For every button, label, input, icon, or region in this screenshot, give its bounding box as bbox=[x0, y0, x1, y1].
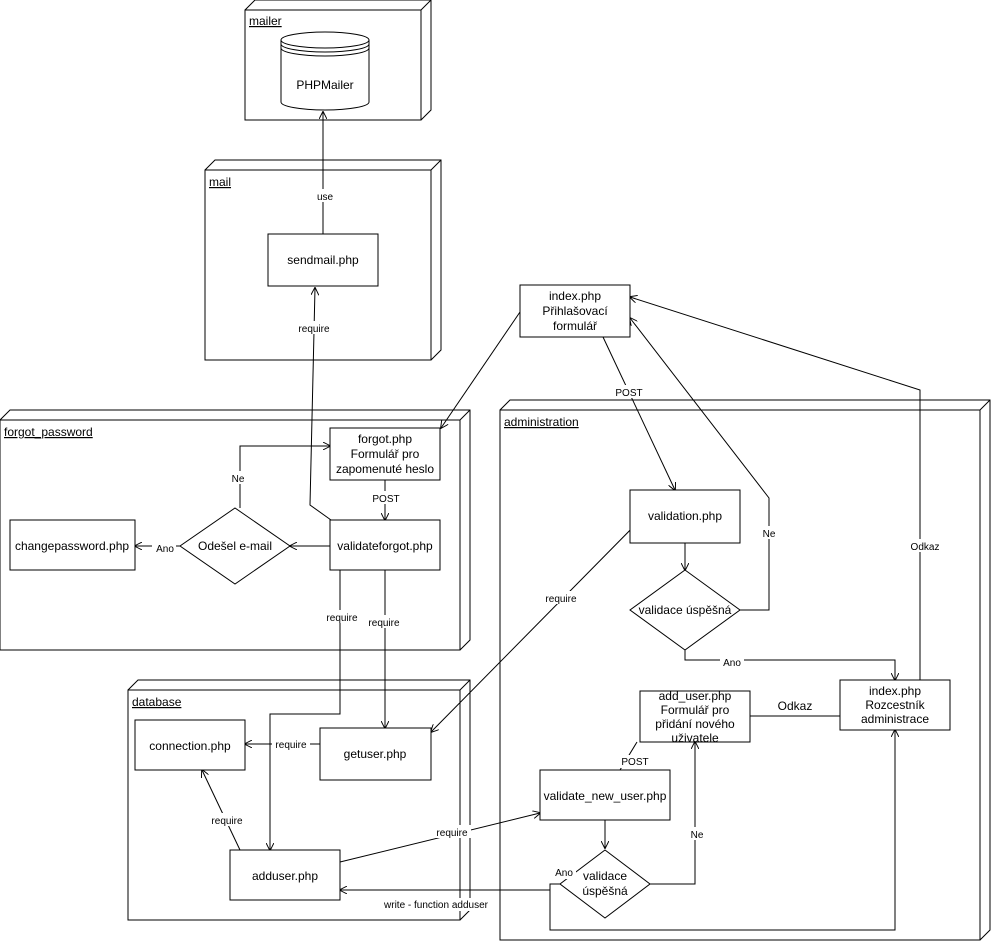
edge-label-ne-add-user: Ne bbox=[691, 830, 704, 841]
svg-text:forgot.php: forgot.php bbox=[358, 432, 412, 446]
svg-text:validation.php: validation.php bbox=[648, 509, 722, 523]
edge-label-ano-forgot: Ano bbox=[156, 544, 174, 555]
node-validation-decision: validace úspěšná bbox=[629, 569, 741, 651]
edge-label-require-sendmail: require bbox=[298, 324, 330, 335]
node-adduser: adduser.php bbox=[229, 849, 341, 901]
edge-label-ne-index: Ne bbox=[763, 529, 776, 540]
edge-post-validation bbox=[602, 336, 675, 490]
node-getuser: getuser.php bbox=[319, 727, 432, 781]
edge-ne-add-user bbox=[650, 742, 695, 885]
svg-text:getuser.php: getuser.php bbox=[344, 747, 407, 761]
edge-label-ne-forgot: Ne bbox=[232, 474, 245, 485]
edge-label-require-adduser: require bbox=[326, 613, 358, 624]
svg-text:index.php: index.php bbox=[869, 684, 921, 698]
svg-text:Odešel e-mail: Odešel e-mail bbox=[198, 539, 272, 553]
edge-ne-forgot bbox=[239, 446, 330, 508]
svg-text:index.php: index.php bbox=[549, 289, 601, 303]
svg-text:PHPMailer: PHPMailer bbox=[296, 78, 353, 92]
node-forgot: forgot.php Formulář pro zapomenuté heslo bbox=[329, 427, 441, 481]
svg-text:validateforgot.php: validateforgot.php bbox=[337, 539, 433, 553]
edge-label-post-new-user: POST bbox=[621, 757, 648, 768]
node-admin-index: index.php Rozcestník administrace bbox=[839, 679, 951, 731]
svg-text:administrace: administrace bbox=[861, 712, 929, 726]
svg-text:zapomenuté heslo: zapomenuté heslo bbox=[336, 462, 434, 476]
svg-text:formulář: formulář bbox=[553, 319, 598, 333]
node-phpmailer: PHPMailer bbox=[280, 31, 370, 111]
package-label-database: database bbox=[132, 695, 182, 709]
package-label-mail: mail bbox=[209, 175, 231, 189]
svg-text:Rozcestník: Rozcestník bbox=[865, 698, 925, 712]
edge-label-require-adduser-validate: require bbox=[436, 828, 468, 839]
node-validate-new-user: validate_new_user.php bbox=[539, 769, 671, 821]
package-label-forgot-password: forgot_password bbox=[4, 425, 93, 439]
edge-label-post-validation: POST bbox=[615, 388, 642, 399]
edge-ne-index bbox=[630, 318, 770, 611]
edge-label-require-validation: require bbox=[545, 594, 577, 605]
edge-label-use: use bbox=[317, 192, 334, 203]
edge-label-require-connection: require bbox=[275, 740, 307, 751]
edge-ano-admin bbox=[684, 650, 895, 680]
package-label-mailer: mailer bbox=[249, 14, 282, 28]
node-sendmail: sendmail.php bbox=[267, 233, 379, 287]
node-validateforgot: validateforgot.php bbox=[329, 519, 441, 571]
edge-labels: use require POST Ne Ano require require … bbox=[152, 189, 942, 911]
svg-text:Formulář pro: Formulář pro bbox=[661, 703, 730, 717]
node-changepassword: changepassword.php bbox=[9, 519, 136, 571]
package-administration bbox=[499, 399, 991, 941]
node-index-login: index.php Přihlašovací formulář bbox=[519, 284, 631, 338]
node-connection: connection.php bbox=[134, 719, 246, 771]
node-add-user: add_user.php Formulář pro přidání nového… bbox=[639, 689, 751, 745]
svg-text:Formulář pro: Formulář pro bbox=[351, 447, 420, 461]
svg-text:validace: validace bbox=[583, 869, 627, 883]
svg-text:validate_new_user.php: validate_new_user.php bbox=[544, 789, 667, 803]
edge-label-write: write - function adduser bbox=[383, 900, 489, 911]
svg-text:connection.php: connection.php bbox=[149, 739, 231, 753]
edge-require-adduser-connection bbox=[202, 770, 241, 851]
svg-text:validace úspěšná: validace úspěšná bbox=[639, 603, 732, 617]
edge-label-require-adduser-connection: require bbox=[211, 816, 243, 827]
edge-label-ano-admin: Ano bbox=[723, 658, 741, 669]
svg-text:changepassword.php: changepassword.php bbox=[15, 539, 129, 553]
edge-label-odkaz-adduser: Odkaz bbox=[778, 699, 813, 713]
svg-text:sendmail.php: sendmail.php bbox=[287, 253, 359, 267]
edge-label-post-forgot: POST bbox=[372, 494, 399, 505]
edge-label-ano-admin2: Ano bbox=[555, 868, 573, 879]
edge-odkaz-index bbox=[630, 297, 921, 680]
svg-text:přidání nového: přidání nového bbox=[655, 717, 735, 731]
edge-index-forgot bbox=[441, 311, 521, 428]
svg-text:úspěšná: úspěšná bbox=[582, 884, 628, 898]
svg-text:adduser.php: adduser.php bbox=[252, 869, 318, 883]
edge-require-adduser bbox=[270, 570, 341, 850]
svg-text:add_user.php: add_user.php bbox=[659, 689, 732, 703]
svg-text:Přihlašovací: Přihlašovací bbox=[542, 304, 608, 318]
edge-ano-admin2 bbox=[549, 730, 895, 931]
edge-label-require-getuser: require bbox=[368, 618, 400, 629]
svg-text:uživatele: uživatele bbox=[671, 731, 719, 745]
edge-require-sendmail bbox=[309, 288, 332, 521]
package-label-administration: administration bbox=[504, 415, 579, 429]
edge-label-odkaz-index: Odkaz bbox=[911, 542, 940, 553]
node-validation: validation.php bbox=[629, 489, 741, 544]
node-email-sent-decision: Odešel e-mail bbox=[179, 507, 291, 585]
edge-require-validation-getuser bbox=[431, 514, 646, 732]
